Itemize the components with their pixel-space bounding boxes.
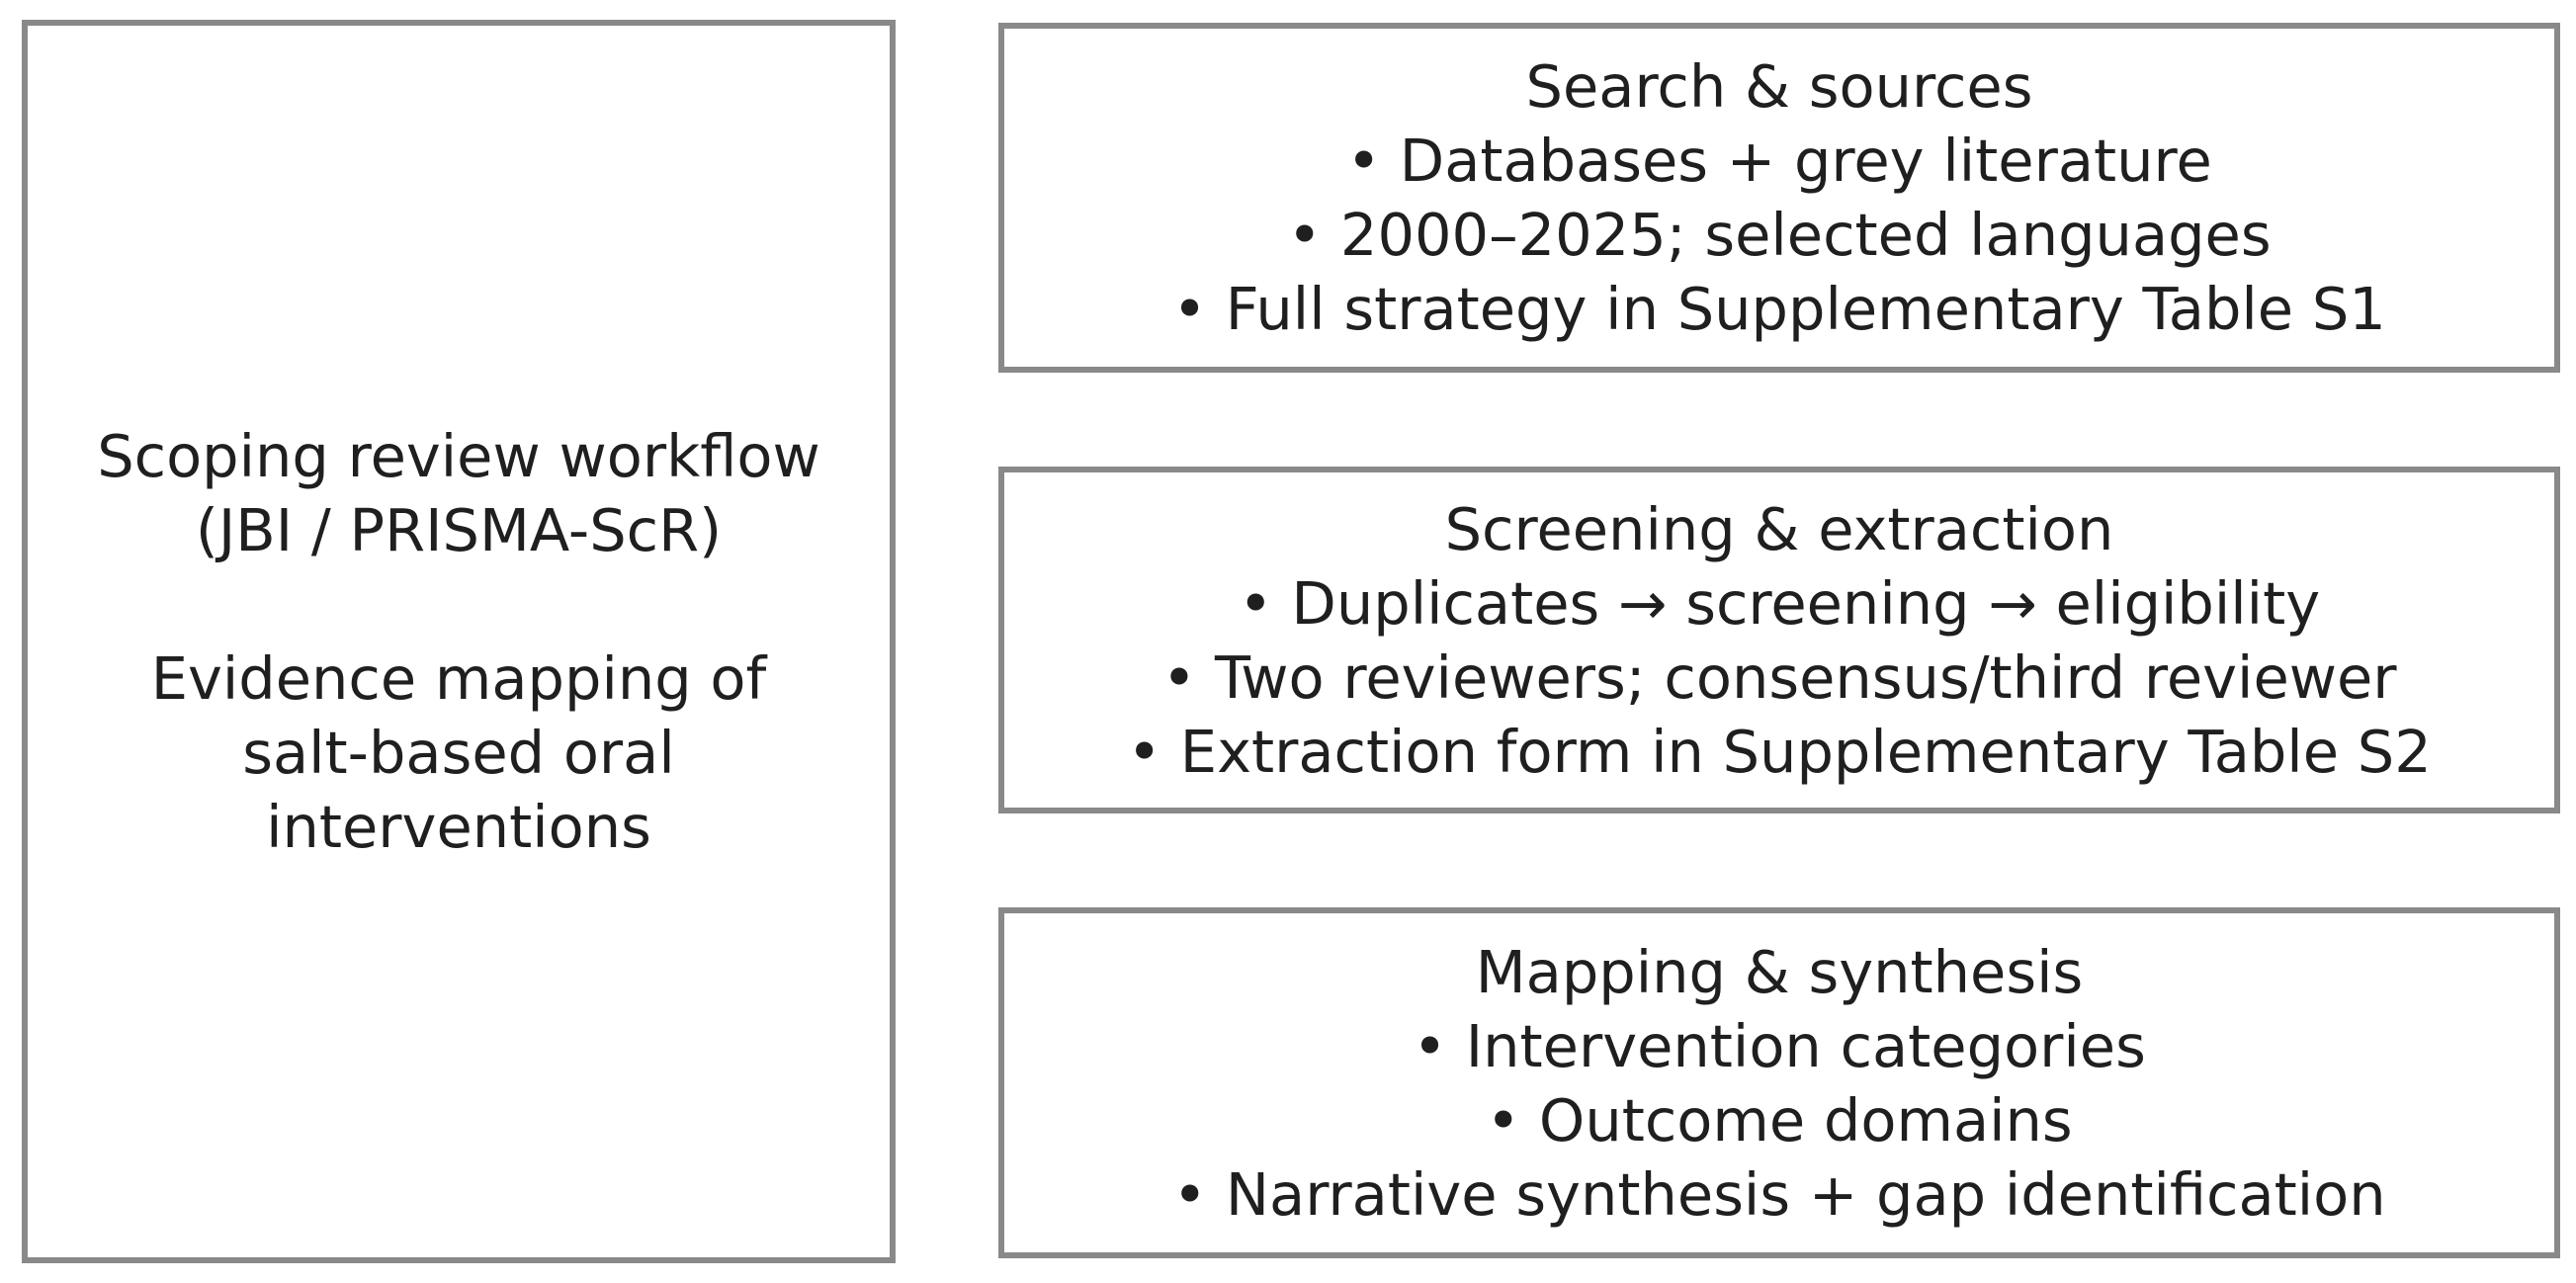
stage-title: Mapping & synthesis	[1475, 937, 2084, 1006]
workflow-subtitle-line-1: Evidence mapping of	[150, 644, 767, 713]
workflow-title-line-2: (JBI / PRISMA-ScR)	[195, 496, 723, 564]
stage-title: Search & sources	[1525, 52, 2033, 121]
stage-bullet-item: • Databases + grey literature	[1346, 127, 2212, 195]
workflow-title-line-1: Scoping review workflow	[97, 422, 820, 490]
stage-box-screening-extraction: Screening & extraction • Duplicates → sc…	[998, 467, 2560, 813]
workflow-title-box: Scoping review workflow (JBI / PRISMA-Sc…	[22, 20, 896, 1263]
stage-bullet-item: • Duplicates → screening → eligibility	[1238, 568, 2321, 638]
stage-title: Screening & extraction	[1444, 494, 2114, 563]
stage-bullet-item: • Intervention categories	[1413, 1011, 2146, 1080]
stage-bullet-item: • Extraction form in Supplementary Table…	[1127, 717, 2432, 786]
workflow-subtitle-line-3: interventions	[266, 793, 651, 861]
stage-box-search-sources: Search & sources • Databases + grey lite…	[998, 23, 2560, 373]
stage-bullet-item: • 2000–2025; selected languages	[1287, 201, 2272, 269]
workflow-subtitle-line-2: salt-based oral	[242, 719, 675, 787]
stage-bullet-item: • Outcome domains	[1486, 1085, 2073, 1155]
stage-box-mapping-synthesis: Mapping & synthesis • Intervention categ…	[998, 907, 2560, 1258]
stage-bullet-item: • Two reviewers; consensus/third reviewe…	[1161, 642, 2397, 712]
stage-bullet-item: • Full strategy in Supplementary Table S…	[1172, 275, 2386, 343]
stage-bullet-item: • Narrative synthesis + gap identificati…	[1172, 1159, 2386, 1229]
